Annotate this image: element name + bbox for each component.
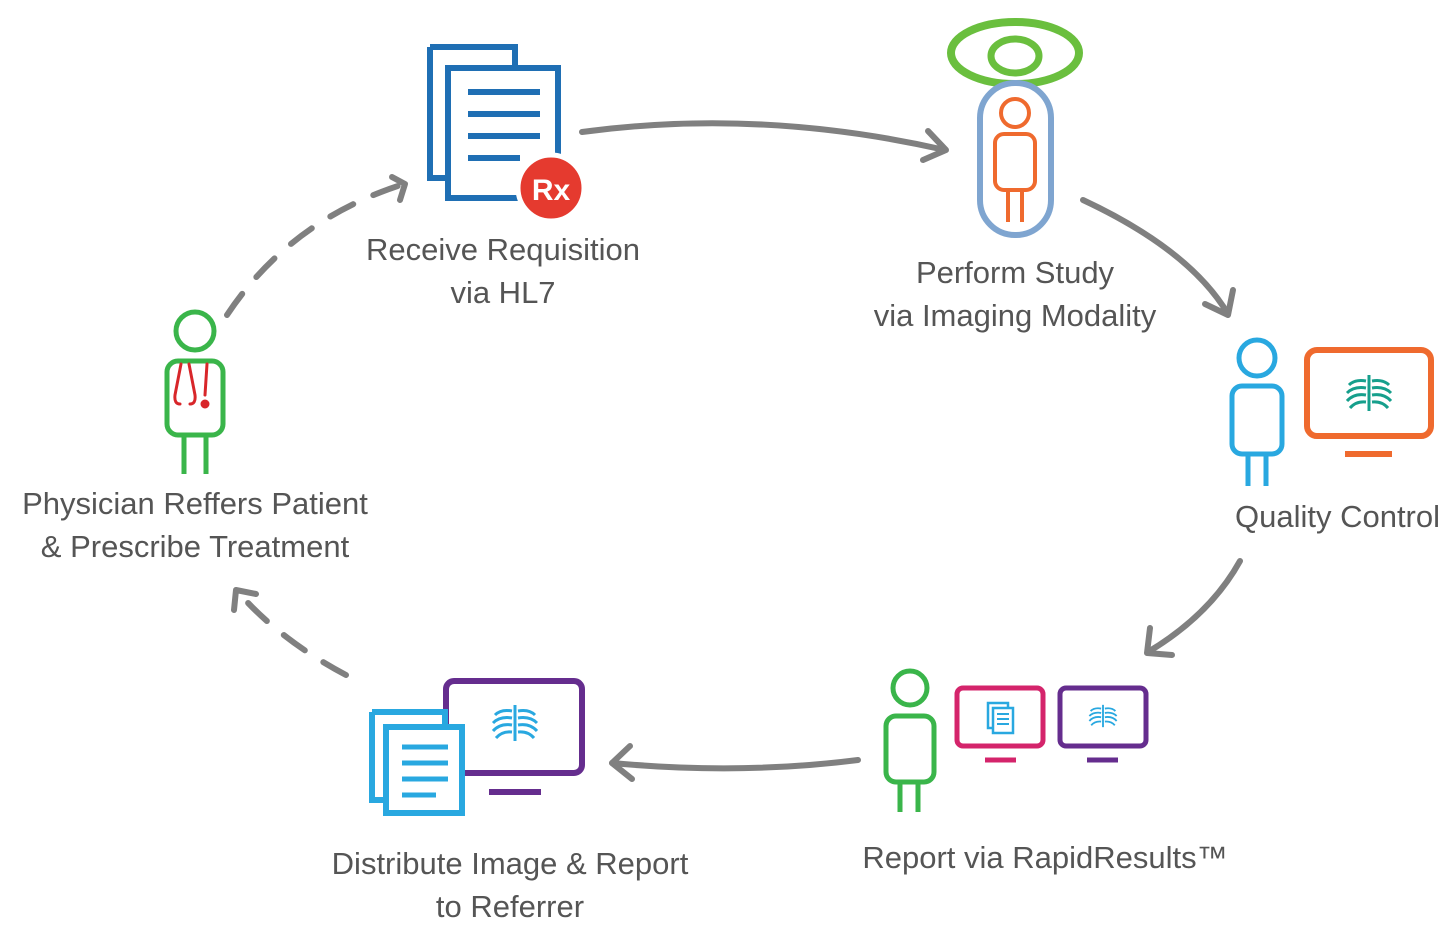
quality-control-icon [1229,337,1434,486]
quality-control-label: Quality Control [1220,495,1455,538]
distribute-line2: to Referrer [435,889,585,924]
report-label: Report via RapidResults™ [845,836,1245,879]
receive-requisition-line2: via HL7 [450,275,556,310]
physician-line1: Physician Reffers Patient [22,486,368,521]
distribute-label: Distribute Image & Report to Referrer [300,842,720,928]
perform-study-line1: Perform Study [915,255,1115,290]
perform-study-line2: via Imaging Modality [873,298,1157,333]
report-workstation-icon [883,668,1149,812]
arrow-receive-to-perform [579,120,949,163]
arrow-physician-to-receive [224,174,408,318]
distribute-line1: Distribute Image & Report [331,846,689,881]
physician-icon [164,309,226,474]
qc-monitor-icon [1304,347,1434,457]
rx-badge [515,152,587,224]
quality-control-line1: Quality Control [1234,499,1441,534]
requisition-documents-icon: Rx [427,44,587,224]
arrow-distribute-to-physician [231,587,349,678]
report-image-monitor-icon [1057,685,1149,763]
rx-badge-text: Rx [532,174,571,207]
radiologist-person-icon [883,668,937,812]
technician-person-icon [1229,337,1285,486]
physician-label: Physician Reffers Patient & Prescribe Tr… [0,482,390,568]
receive-requisition-label: Receive Requisition via HL7 [343,228,663,314]
distribute-image-report-icon [369,678,585,816]
physician-line2: & Prescribe Treatment [40,529,350,564]
patient-person-icon [993,97,1037,222]
arrow-perform-to-qc [1080,197,1236,318]
perform-study-label: Perform Study via Imaging Modality [845,251,1185,337]
imaging-scanner-icon [947,18,1083,238]
receive-requisition-line1: Receive Requisition [366,232,640,267]
report-line1: Report via RapidResults™ [862,840,1228,875]
arrow-report-to-distribute [609,743,861,782]
arrow-qc-to-report [1144,558,1243,658]
stethoscope-icon [173,362,210,409]
report-document-monitor-icon [954,685,1046,763]
